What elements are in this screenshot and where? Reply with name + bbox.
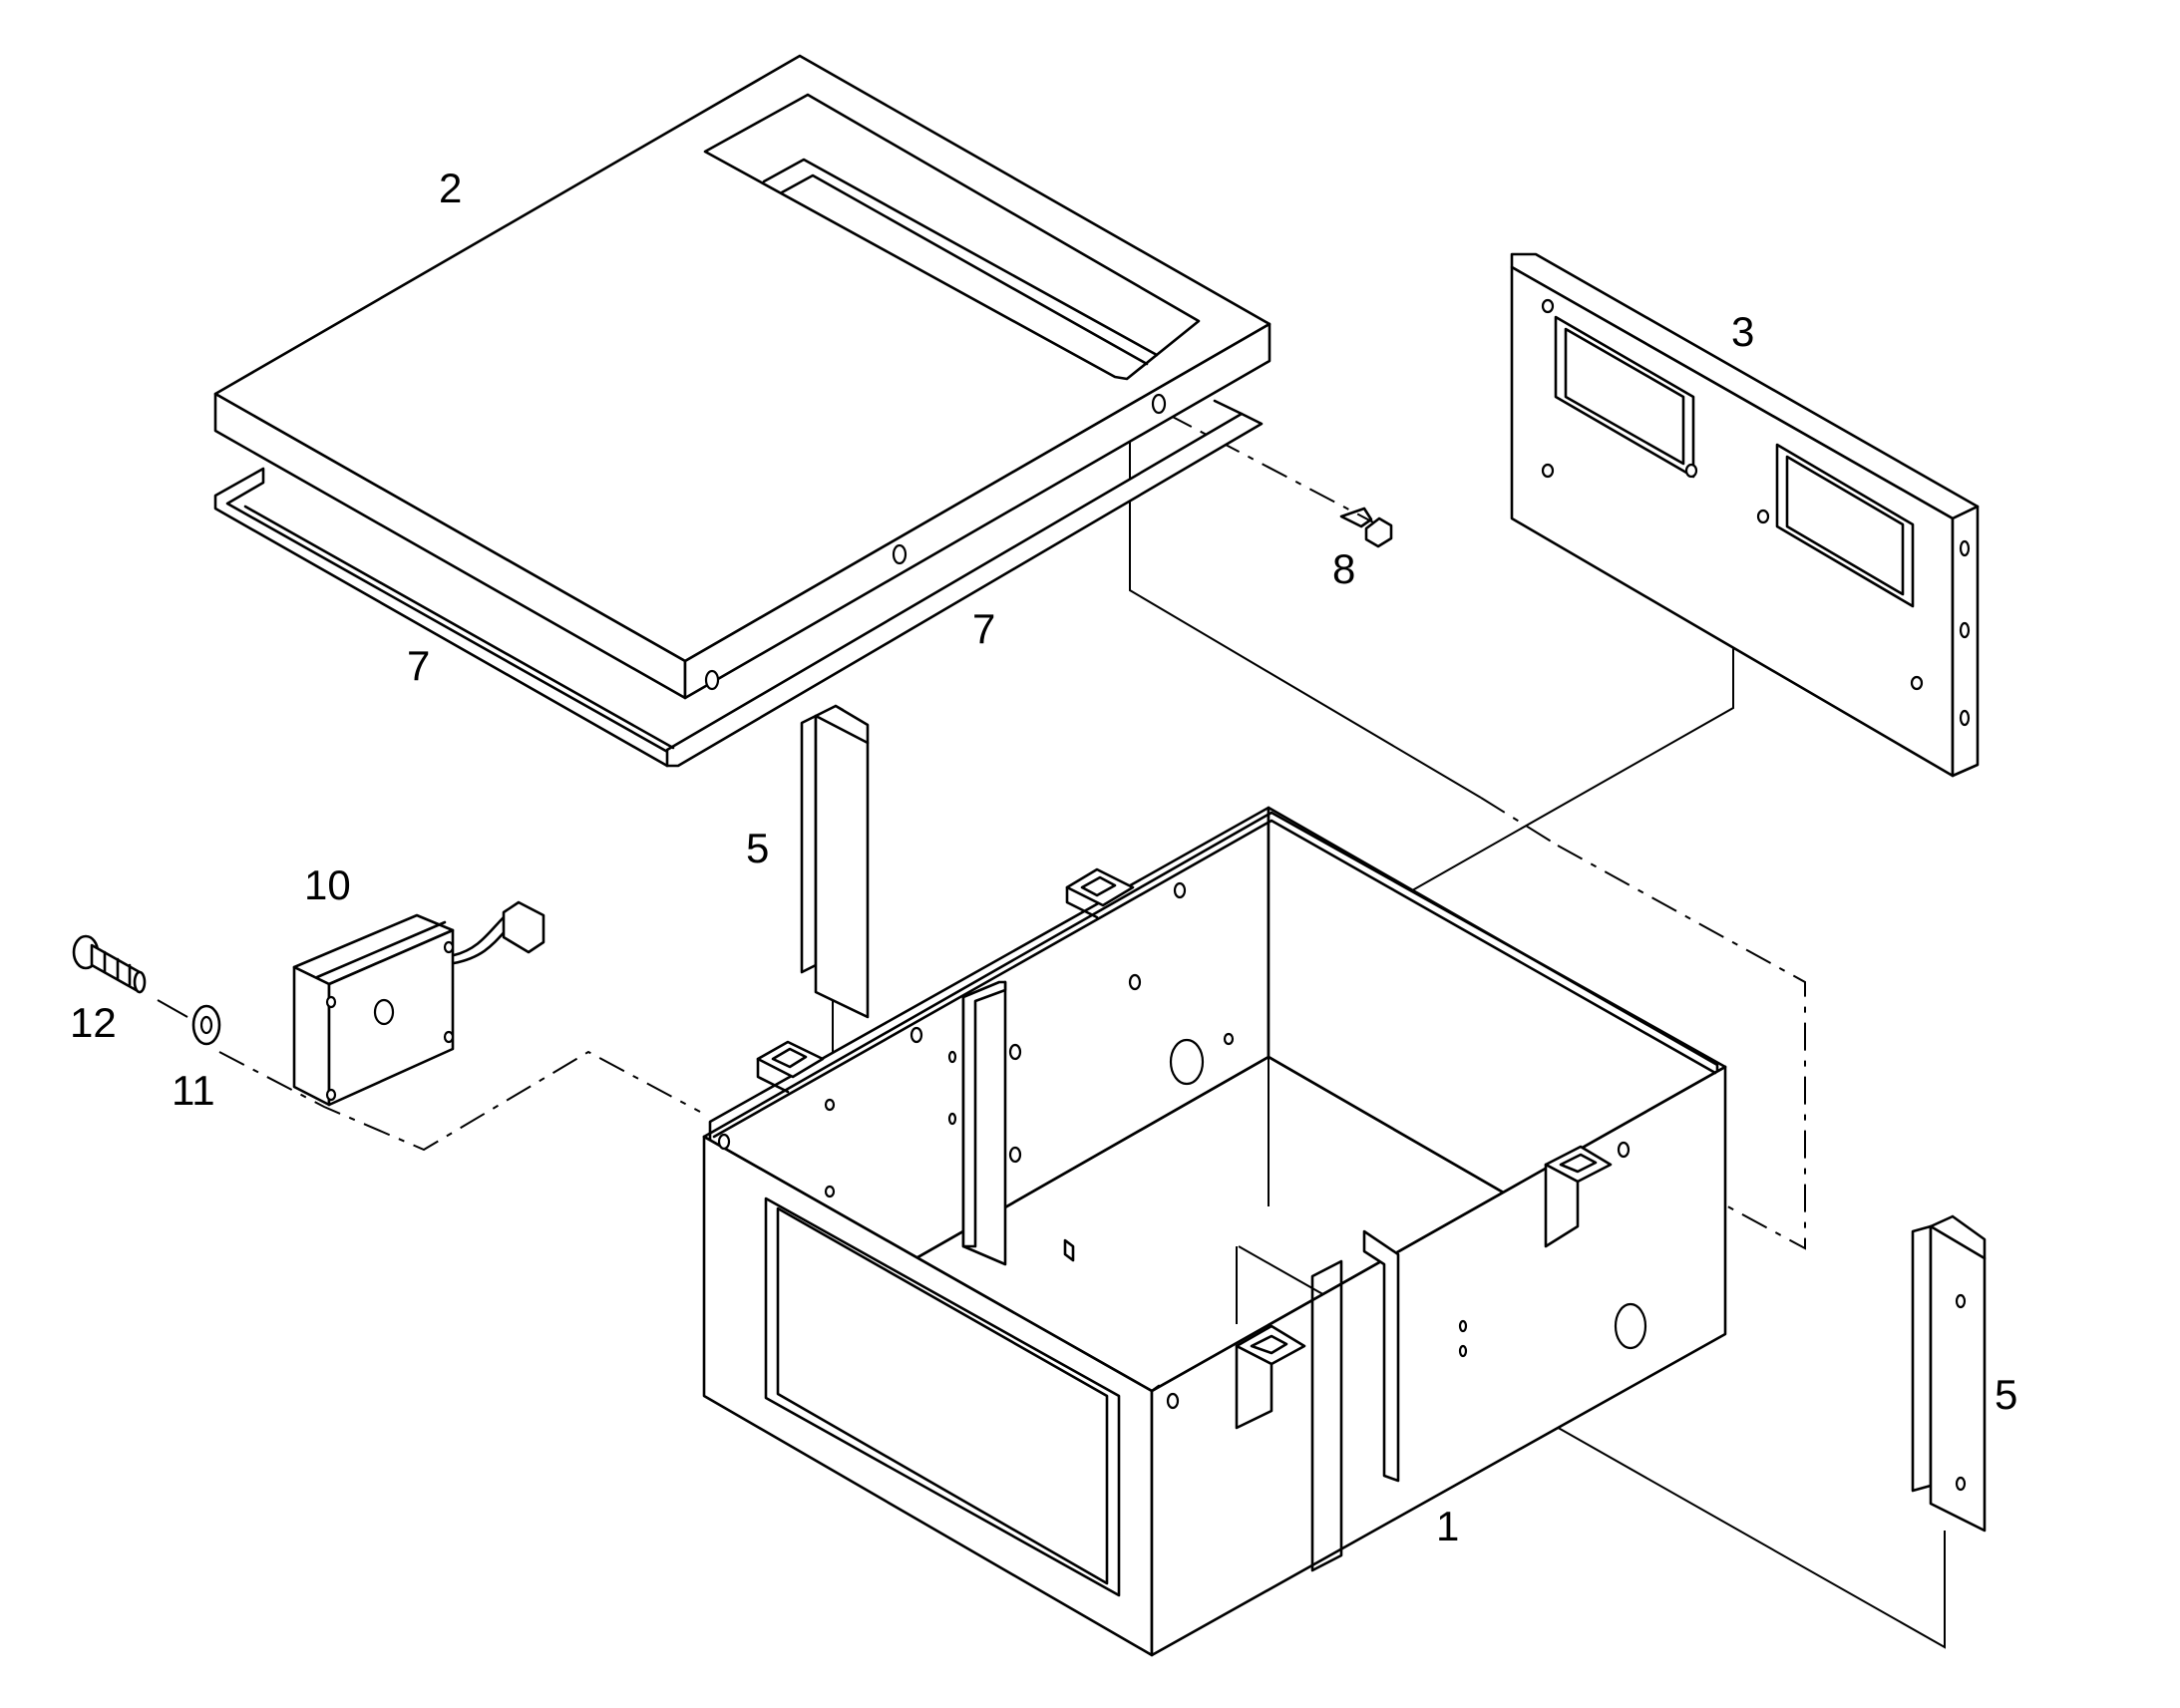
- callout-1: 1: [1436, 1503, 1459, 1549]
- part-12-bolt: [72, 934, 147, 994]
- callout-12: 12: [70, 999, 117, 1046]
- part-2-lid: [213, 54, 1272, 700]
- callout-8: 8: [1332, 545, 1355, 592]
- callout-7-right: 7: [972, 605, 995, 652]
- part-5-left-bracket: [800, 704, 1075, 1262]
- callout-2: 2: [439, 165, 462, 211]
- part-8-screw: [1339, 507, 1393, 548]
- callout-10: 10: [304, 861, 351, 908]
- callouts: 2 3 8 7 7 5 10 12 11 1 5: [70, 165, 2017, 1549]
- part-7-strips: [213, 399, 1264, 768]
- callout-7-left: 7: [407, 642, 430, 689]
- part-11-washer: [191, 1004, 221, 1046]
- callout-5-right: 5: [1995, 1371, 2017, 1418]
- callout-11: 11: [172, 1067, 215, 1114]
- callout-5-left: 5: [746, 825, 769, 871]
- part-5-right-bracket: [1911, 1214, 1987, 1533]
- part-10-module: [292, 900, 545, 1107]
- part-3-panel: [1510, 252, 1980, 778]
- callout-3: 3: [1731, 308, 1754, 355]
- part-1-box: [702, 806, 1727, 1657]
